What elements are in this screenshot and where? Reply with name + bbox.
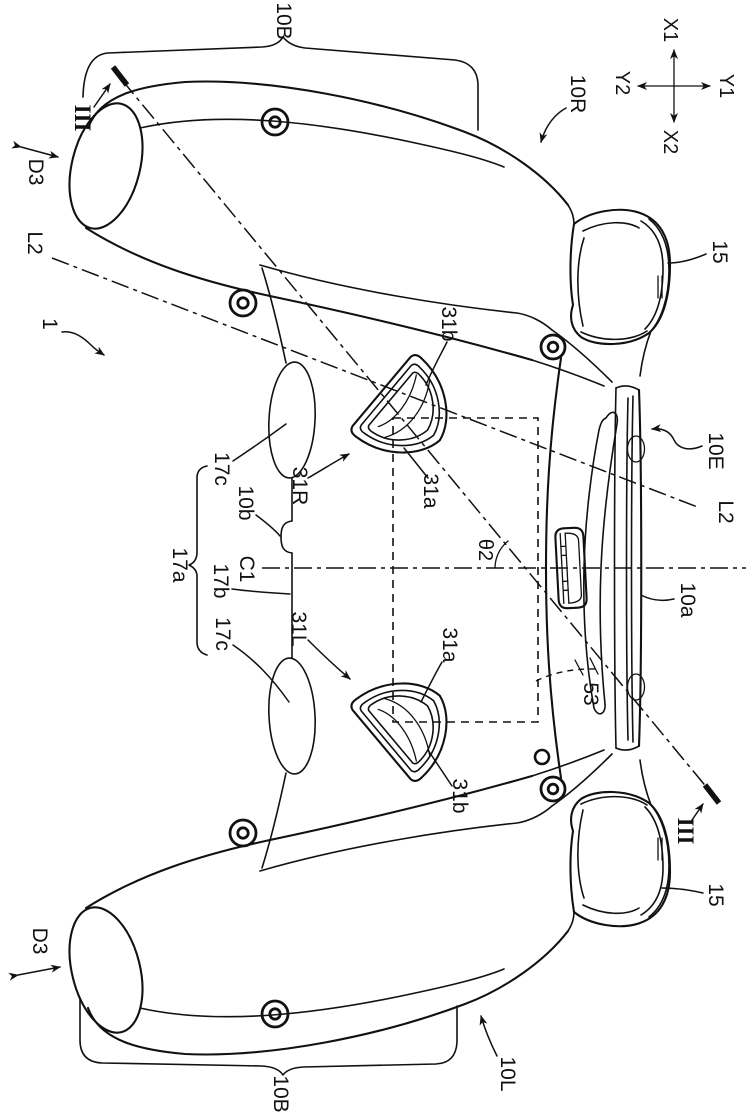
label-D3-top: D3 [24,159,47,186]
label-10E: 10E [704,432,727,469]
brace-bottom [79,997,458,1076]
leader-31b-bottom [427,749,453,787]
label-17c-lower: 17c [211,617,234,651]
leader-31R [307,453,350,479]
label-17b: 17b [209,563,232,598]
ref1-leader [61,330,105,356]
label-10R: 10R [566,75,589,114]
section-tick-top [110,65,130,87]
pillar-edge [544,356,563,780]
section-tick-bottom [702,783,722,805]
small-hole [533,748,551,766]
leader-10b [255,514,281,537]
screw-icon [228,288,258,318]
leader-15-top [667,253,707,264]
label-III-top: III [70,105,95,132]
leader-31b-top [425,341,448,386]
label-D3-bottom: D3 [28,928,51,955]
brace-top [82,36,479,131]
section-line-III [121,79,709,790]
label-Y2: Y2 [611,71,633,95]
body-center [280,356,643,780]
label-Y1: Y1 [715,74,737,98]
label-15-top: 15 [708,240,731,263]
leader-10R [539,107,567,143]
leader-31L [307,639,351,680]
label-10b: 10b [234,485,257,520]
controller-half-lower-mirror [56,655,672,1056]
trigger-button [350,354,448,454]
leader-31a-bottom [420,661,443,703]
front-ridge-oval [268,361,316,479]
section-arrow-bottom [691,803,704,821]
axis-cross [637,49,711,123]
pillar-slot [583,411,619,715]
front-edge-bump [280,520,293,554]
controller-half-upper [68,80,672,479]
label-31a-lower: 31a [438,627,461,662]
leader-lines [8,83,707,1057]
edge-strip-line [630,395,634,743]
edge-silhouette [637,388,643,748]
label-L2-left: L2 [23,231,46,254]
label-31R: 31R [288,467,311,506]
label-X2: X2 [659,130,681,154]
screw-icon [260,107,290,137]
line-L2 [51,257,701,509]
label-1: 1 [38,318,61,330]
screw-icon [539,333,567,361]
label-17c-upper: 17c [210,452,233,486]
label-10B-top: 10B [272,2,295,39]
label-31a-upper: 31a [419,473,442,508]
port-leaders [574,657,599,676]
leader-17c-top [232,423,287,462]
label-31b-upper: 31b [437,306,460,341]
label-X1: X1 [659,18,681,42]
neck-line [551,329,613,383]
leader-15-bottom [661,887,704,894]
leader-17b [231,588,291,595]
hidden-edge [535,668,599,682]
grip-shoulder-join [567,204,575,225]
angle-arc [494,540,509,569]
leader-10a [640,594,675,602]
edge-bump [626,435,646,463]
label-10a: 10a [676,582,699,617]
grip-top-outline [86,80,570,207]
neck-line-2 [531,359,605,387]
label-III-bottom: III [673,818,698,845]
label-theta2: θ2 [474,539,496,561]
label-17a: 17a [168,547,191,582]
label-10L: 10L [496,1056,519,1091]
body-seam-fork [261,267,287,364]
label-31L: 31L [287,611,310,646]
body-seam [259,264,553,331]
brace-17a [188,465,208,656]
label-15-bottom: 15 [704,883,727,906]
d3-arrow-bottom [8,964,61,981]
dashed-rectangle [392,417,539,723]
section-arrow-top [93,83,111,108]
grip-bottom-outline [84,226,534,362]
label-53: 53 [579,682,602,705]
d3-arrow-top [11,140,59,159]
label-L2-right: L2 [714,500,737,523]
grip-inner-seam [139,118,505,168]
label-10B-bottom: 10B [269,1075,292,1112]
label-C1: C1 [235,556,258,583]
leader-10E [651,424,703,450]
shoulder-button [569,208,672,377]
leader-31a-top [403,447,429,479]
edge-strip-line [625,397,629,741]
label-31b-lower: 31b [448,778,471,813]
edge-strip-tips [615,385,640,751]
leader-17c-bottom [232,644,290,703]
leader-10L [479,1015,498,1057]
